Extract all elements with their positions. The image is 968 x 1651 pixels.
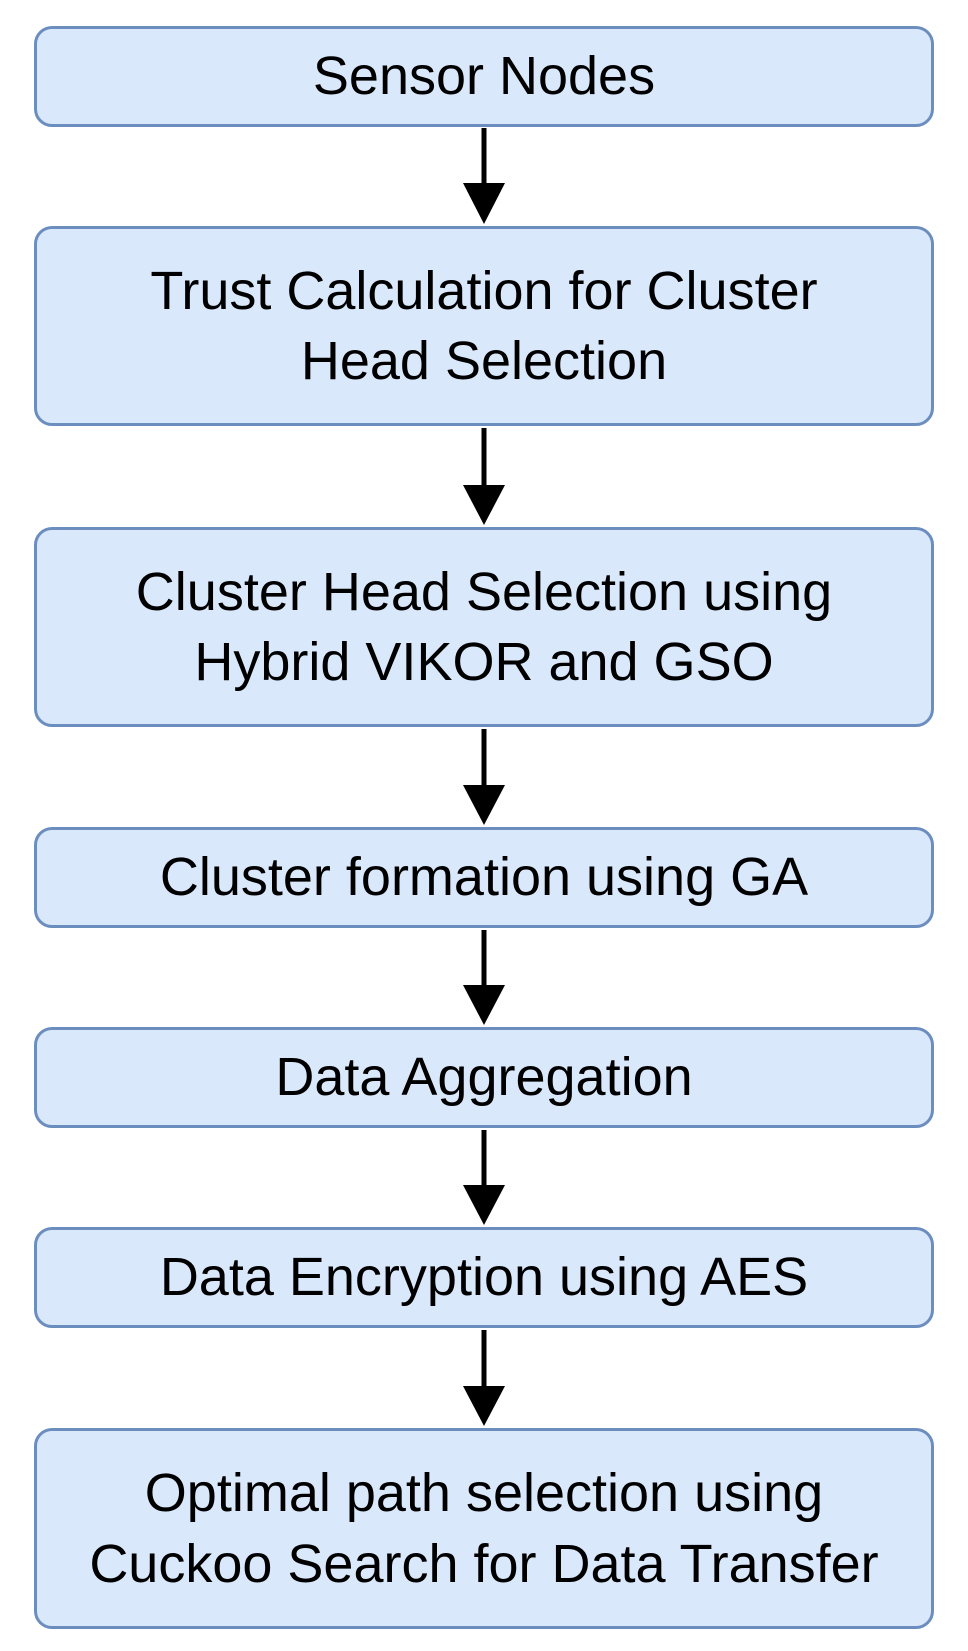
step-label: Cluster formation using GA — [154, 842, 814, 912]
step-trust-calculation: Trust Calculation for Cluster Head Selec… — [34, 226, 934, 426]
step-label-line: Data Aggregation — [275, 1047, 693, 1108]
arrow-6-to-7 — [463, 1330, 505, 1426]
step-label: Optimal path selection using Cuckoo Sear… — [83, 1458, 884, 1598]
step-label-line: Cuckoo Search for Data Transfer — [89, 1533, 879, 1594]
step-label-line: Data Encryption using AES — [159, 1247, 809, 1308]
step-cluster-formation: Cluster formation using GA — [34, 827, 934, 928]
step-data-aggregation: Data Aggregation — [34, 1027, 934, 1128]
step-sensor-nodes: Sensor Nodes — [34, 26, 934, 127]
step-label: Data Encryption using AES — [154, 1242, 814, 1312]
step-label: Trust Calculation for Cluster Head Selec… — [144, 256, 823, 396]
step-label-line: Cluster formation using GA — [159, 847, 809, 908]
step-label-line: Head Selection — [300, 331, 668, 391]
step-cluster-head-selection: Cluster Head Selection using Hybrid VIKO… — [34, 527, 934, 727]
step-label-line: Optimal path selection using — [144, 1463, 824, 1524]
arrow-1-to-2 — [463, 128, 505, 224]
step-data-encryption: Data Encryption using AES — [34, 1227, 934, 1328]
arrow-2-to-3 — [463, 428, 505, 525]
step-label-line: Cluster Head Selection using — [135, 561, 833, 622]
step-optimal-path-selection: Optimal path selection using Cuckoo Sear… — [34, 1428, 934, 1629]
arrow-3-to-4 — [463, 729, 505, 825]
arrow-4-to-5 — [463, 930, 505, 1025]
arrow-5-to-6 — [463, 1130, 505, 1225]
step-label: Cluster Head Selection using Hybrid VIKO… — [130, 557, 838, 697]
step-label: Sensor Nodes — [307, 41, 661, 111]
step-label: Data Aggregation — [269, 1042, 698, 1112]
step-label-line: Hybrid VIKOR and GSO — [194, 632, 774, 692]
step-label-line: Trust Calculation for Cluster — [150, 260, 818, 321]
step-label-line: Sensor Nodes — [312, 46, 656, 107]
